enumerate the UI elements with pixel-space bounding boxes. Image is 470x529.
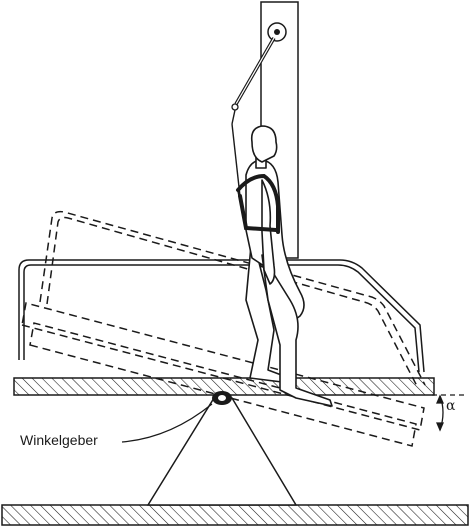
- harness: [236, 173, 280, 234]
- angle-marker: [432, 394, 468, 432]
- angle-alpha-label: α: [446, 398, 456, 414]
- pulley-icon: [267, 22, 287, 42]
- angle-sensor-label: Winkelgeber: [20, 432, 98, 448]
- angle-sensor-icon: [212, 391, 232, 405]
- support-pyramid: [146, 397, 298, 506]
- angle-sensor-leader: [121, 403, 213, 443]
- suspension-cable: [231, 37, 276, 197]
- walking-person: [245, 125, 333, 407]
- treadmill-tilted: [21, 210, 426, 447]
- ground-floor: [1, 504, 469, 526]
